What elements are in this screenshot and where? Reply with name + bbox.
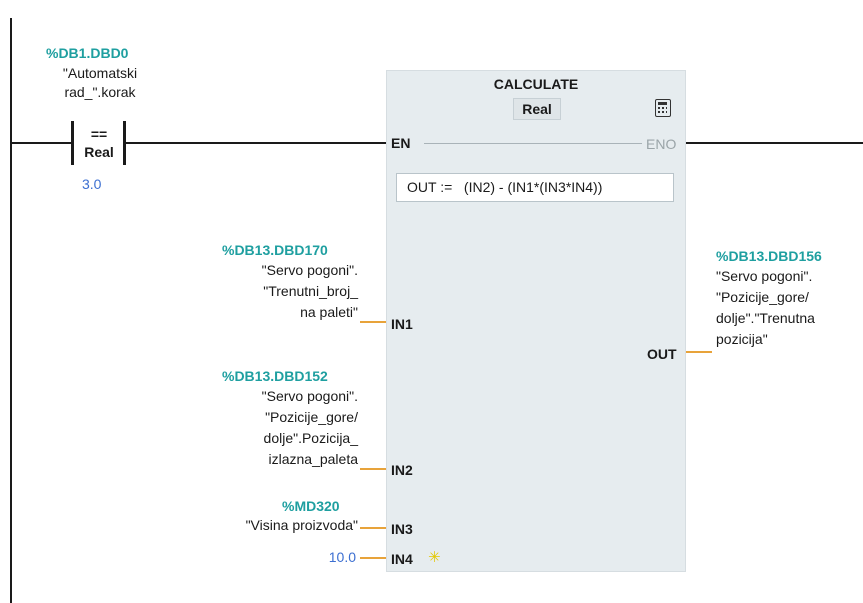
rung-wire-left <box>12 142 72 144</box>
out-symbol-line2[interactable]: "Pozicije_gore/ <box>716 289 809 305</box>
in2-symbol-line4[interactable]: izlazna_paleta <box>268 451 358 467</box>
calculate-block[interactable] <box>386 70 686 572</box>
formula-field[interactable]: OUT := (IN2) - (IN1*(IN3*IN4)) <box>396 173 674 202</box>
contact-symbol-line2[interactable]: rad_".korak <box>64 84 136 100</box>
contact-left-bar <box>71 121 74 165</box>
in3-symbol-line1[interactable]: "Visina proizvoda" <box>245 517 358 533</box>
in4-value[interactable]: 10.0 <box>328 549 356 565</box>
in3-wire <box>360 527 386 529</box>
block-title-area: CALCULATE <box>386 76 686 94</box>
in1-symbol-line2[interactable]: "Trenutni_broj_ <box>263 283 358 299</box>
pin-en: EN <box>391 135 411 151</box>
block-type-selector[interactable]: Real <box>513 98 561 120</box>
in2-symbol-line1[interactable]: "Servo pogoni". <box>261 388 358 404</box>
in1-symbol-line1[interactable]: "Servo pogoni". <box>261 262 358 278</box>
block-title: CALCULATE <box>493 76 579 92</box>
contact-address[interactable]: %DB1.DBD0 <box>46 45 129 61</box>
in2-symbol-line3[interactable]: dolje".Pozicija_ <box>263 430 358 446</box>
power-rail <box>10 18 12 603</box>
calculator-icon[interactable] <box>655 99 671 117</box>
contact-type[interactable]: Real <box>84 144 114 160</box>
in2-address[interactable]: %DB13.DBD152 <box>222 368 328 384</box>
in2-symbol-line2[interactable]: "Pozicije_gore/ <box>265 409 358 425</box>
in2-wire <box>360 468 386 470</box>
rung-wire-to-en <box>126 142 388 144</box>
add-input-star-icon[interactable]: ✳ <box>428 549 441 566</box>
pin-in2: IN2 <box>391 462 413 478</box>
contact-symbol-line1[interactable]: "Automatski <box>62 65 138 81</box>
pin-in1: IN1 <box>391 316 413 332</box>
out-symbol-line1[interactable]: "Servo pogoni". <box>716 268 813 284</box>
contact-operator: == <box>90 126 108 142</box>
contact-right-bar <box>123 121 126 165</box>
in3-address[interactable]: %MD320 <box>282 498 340 514</box>
pin-eno: ENO <box>646 136 677 152</box>
pin-in4: IN4 <box>391 551 413 567</box>
out-symbol-line4[interactable]: pozicija" <box>716 331 768 347</box>
en-eno-line <box>424 143 642 144</box>
out-symbol-line3[interactable]: dolje"."Trenutna <box>716 310 815 326</box>
pin-in3: IN3 <box>391 521 413 537</box>
contact-compare-value[interactable]: 3.0 <box>82 176 102 192</box>
rung-wire-eno <box>686 142 863 144</box>
out-address[interactable]: %DB13.DBD156 <box>716 248 822 264</box>
in4-wire <box>360 557 386 559</box>
in1-wire <box>360 321 386 323</box>
pin-out: OUT <box>647 346 677 362</box>
in1-address[interactable]: %DB13.DBD170 <box>222 242 328 258</box>
out-wire <box>686 351 712 353</box>
in1-symbol-line3[interactable]: na paleti" <box>300 304 358 320</box>
